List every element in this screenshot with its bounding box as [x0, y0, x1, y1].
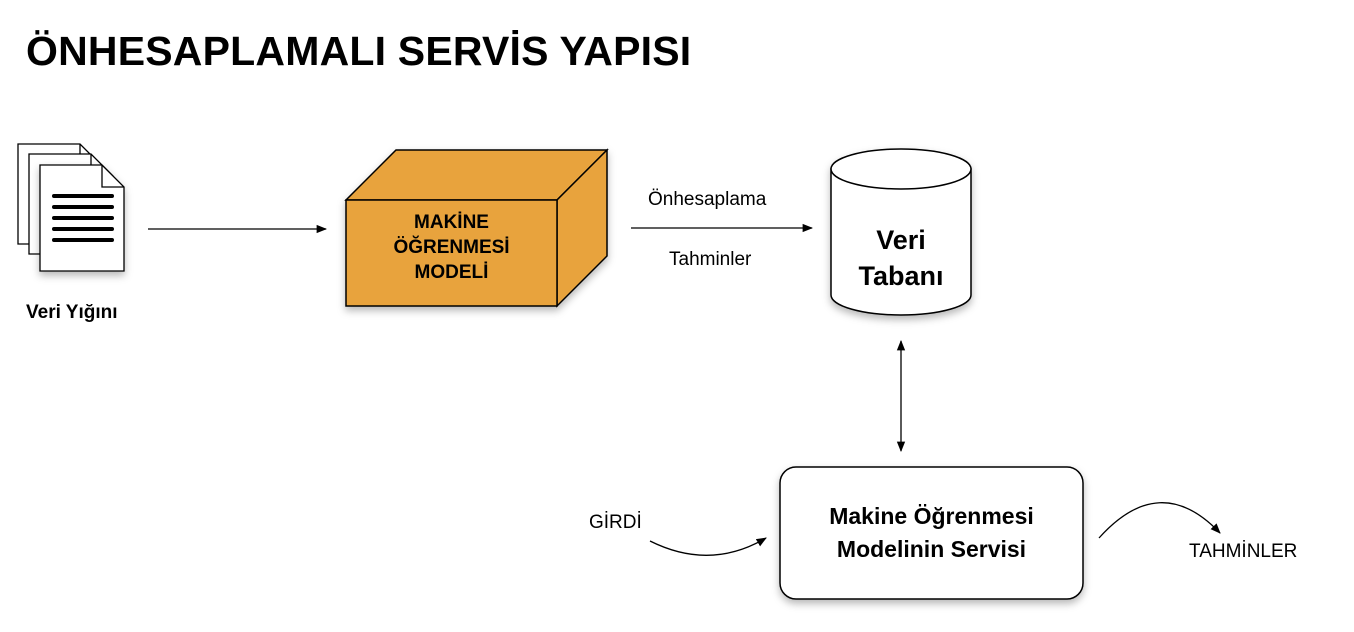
input-label: GİRDİ — [589, 512, 642, 533]
page-title: ÖNHESAPLAMALI SERVİS YAPISI — [26, 28, 692, 74]
service-label: Makine Öğrenmesi Modelinin Servisi — [780, 500, 1083, 566]
service-box — [779, 466, 1084, 600]
model-box-line1: MAKİNE — [414, 212, 489, 233]
document-stack-icon — [17, 143, 125, 272]
arrow-output — [1098, 502, 1221, 539]
model-box-line2: ÖĞRENMESİ — [393, 237, 510, 258]
service-line1: Makine Öğrenmesi — [829, 503, 1034, 529]
database-line2: Tabanı — [858, 261, 944, 291]
database-cylinder — [830, 148, 972, 316]
edge-label-bottom: Tahminler — [669, 249, 752, 270]
output-label: TAHMİNLER — [1189, 541, 1298, 562]
model-box-line3: MODELİ — [414, 262, 489, 283]
database-line1: Veri — [876, 225, 926, 255]
database-label: Veri Tabanı — [831, 222, 971, 294]
edge-label-top: Önhesaplama — [648, 189, 767, 210]
model-box — [344, 148, 609, 308]
arrow-input — [649, 537, 767, 556]
service-line2: Modelinin Servisi — [836, 536, 1027, 562]
documents-label: Veri Yığını — [26, 302, 118, 323]
model-box-label: MAKİNE ÖĞRENMESİ MODELİ — [346, 210, 557, 285]
